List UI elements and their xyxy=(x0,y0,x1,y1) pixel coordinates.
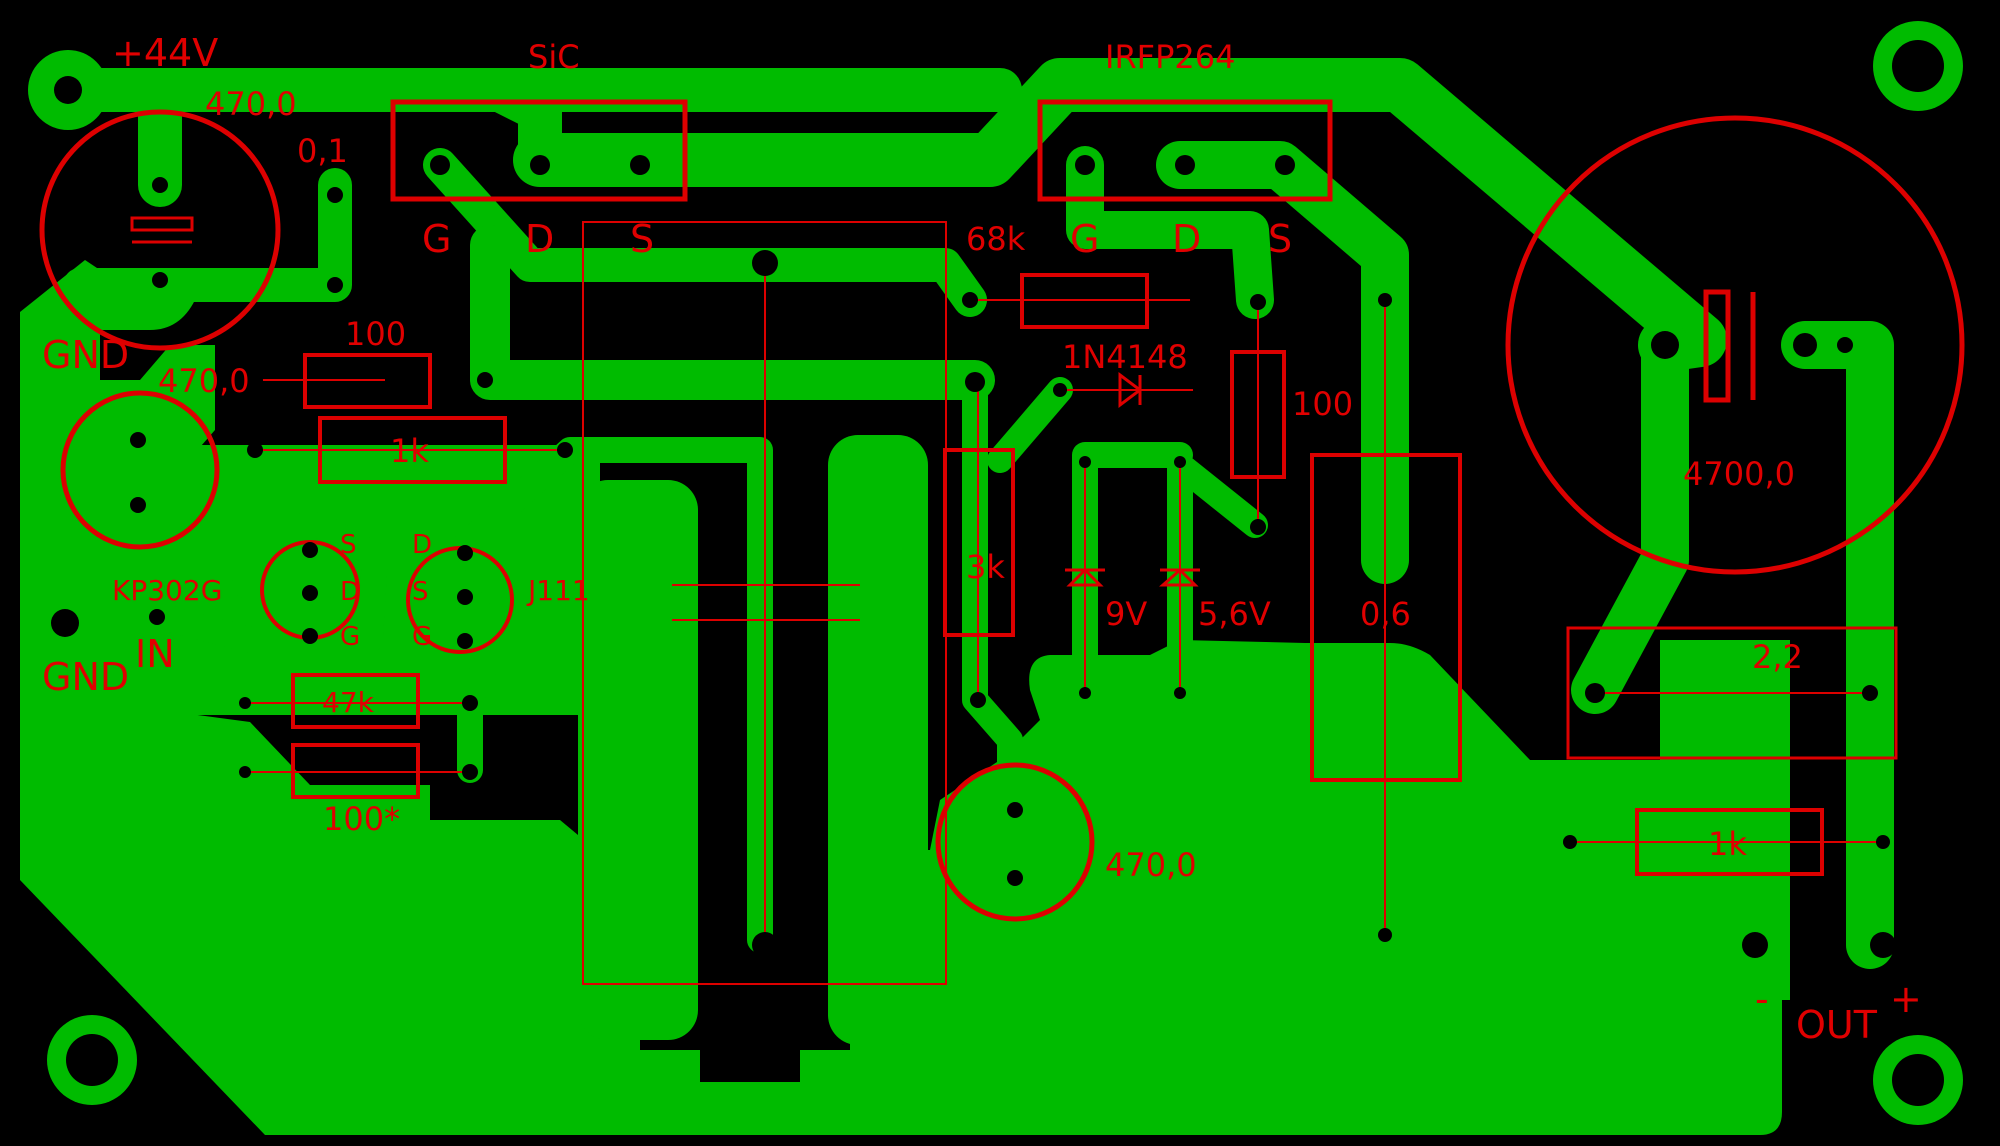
label-irfp264: IRFP264 xyxy=(1105,38,1235,76)
cap-c1-outline xyxy=(39,109,281,351)
label-res-100-b: 100 xyxy=(1292,385,1353,423)
transistor-pads xyxy=(430,155,1295,175)
label-kp302g: KP302G xyxy=(112,574,222,607)
label-cap-470-low: 470,0 xyxy=(1105,846,1197,884)
trace-top-main xyxy=(513,58,1727,372)
label-irf-g: G xyxy=(1070,217,1099,261)
label-sic-s: S xyxy=(630,217,654,261)
cap-4700-outline xyxy=(1505,115,1965,575)
label-cap-c3: 470,0 xyxy=(158,362,250,400)
trace-c2 xyxy=(63,168,352,302)
label-in: IN xyxy=(135,632,175,676)
cap-c1-symbol xyxy=(130,216,194,232)
label-res-1k-a: 1k xyxy=(390,432,429,470)
label-res-1k-b: 1k xyxy=(1708,825,1747,863)
label-diode-1n4148: 1N4148 xyxy=(1062,338,1188,376)
label-irf-s: S xyxy=(1268,217,1292,261)
label-zener-9v: 9V xyxy=(1105,595,1147,633)
cap-2-2-outline xyxy=(1566,626,1898,760)
cap-470-low-outline xyxy=(935,762,1095,922)
label-cap-2-2: 2,2 xyxy=(1752,638,1803,676)
label-out: OUT xyxy=(1796,1003,1878,1047)
ground-pour xyxy=(20,260,1782,1135)
irfp264-package xyxy=(1037,99,1333,202)
label-gnd-bottom: GND xyxy=(42,655,129,699)
label-sic-d: D xyxy=(525,217,554,261)
trace-diode xyxy=(987,377,1268,713)
label-res-47k: 47k xyxy=(322,686,375,719)
silk-labels: +44V 470,0 0,1 GND 100 470,0 1k KP302G I… xyxy=(42,31,1922,1047)
center-bar-left xyxy=(578,480,698,1040)
cap-c3-outline xyxy=(60,390,220,550)
label-sic: SiC xyxy=(528,38,580,76)
right-out-pour xyxy=(1660,640,1790,1000)
label-res-100-star: 100* xyxy=(323,800,400,838)
trace-j111 xyxy=(452,437,773,953)
label-irf-d: D xyxy=(1172,217,1201,261)
res-47k xyxy=(291,673,420,729)
label-out-minus: - xyxy=(1755,977,1769,1021)
pads xyxy=(28,21,1963,1125)
silk-leads xyxy=(245,265,1883,942)
label-out-plus: + xyxy=(1890,977,1922,1021)
label-res-100-a: 100 xyxy=(345,315,406,353)
sic-package xyxy=(390,99,688,202)
label-kp-s: S xyxy=(340,530,357,560)
label-kp-g: G xyxy=(340,622,360,652)
label-power-in: +44V xyxy=(112,31,218,75)
zener-9v-symbol xyxy=(1065,567,1105,587)
label-cap-c1: 470,0 xyxy=(205,85,297,123)
label-j111: J111 xyxy=(526,574,590,607)
label-j-d: D xyxy=(412,530,432,560)
diode-1n4148-symbol xyxy=(1118,372,1143,408)
trace-vertical-mid xyxy=(962,367,1023,818)
silkscreen xyxy=(39,99,1965,985)
trace-sic-gate xyxy=(423,148,987,317)
label-cap-c2: 0,1 xyxy=(297,132,348,170)
label-res-0-6: 0,6 xyxy=(1360,595,1411,633)
label-res-3k: 3k xyxy=(966,548,1005,586)
small-pads xyxy=(51,177,1896,1048)
label-j-s: S xyxy=(412,577,429,607)
trace-in-network xyxy=(142,512,523,783)
label-gnd-top: GND xyxy=(42,333,129,377)
cap-4700-plate-b xyxy=(1703,289,1731,403)
label-cap-4700: 4700,0 xyxy=(1683,455,1795,493)
center-bar-right xyxy=(828,435,928,1045)
zener-5v6-symbol xyxy=(1159,567,1200,587)
label-res-68k: 68k xyxy=(966,220,1026,258)
label-kp-d: D xyxy=(340,577,360,607)
label-zener-5v6: 5,6V xyxy=(1198,595,1271,633)
label-j-g: G xyxy=(412,622,432,652)
label-sic-g: G xyxy=(422,217,451,261)
